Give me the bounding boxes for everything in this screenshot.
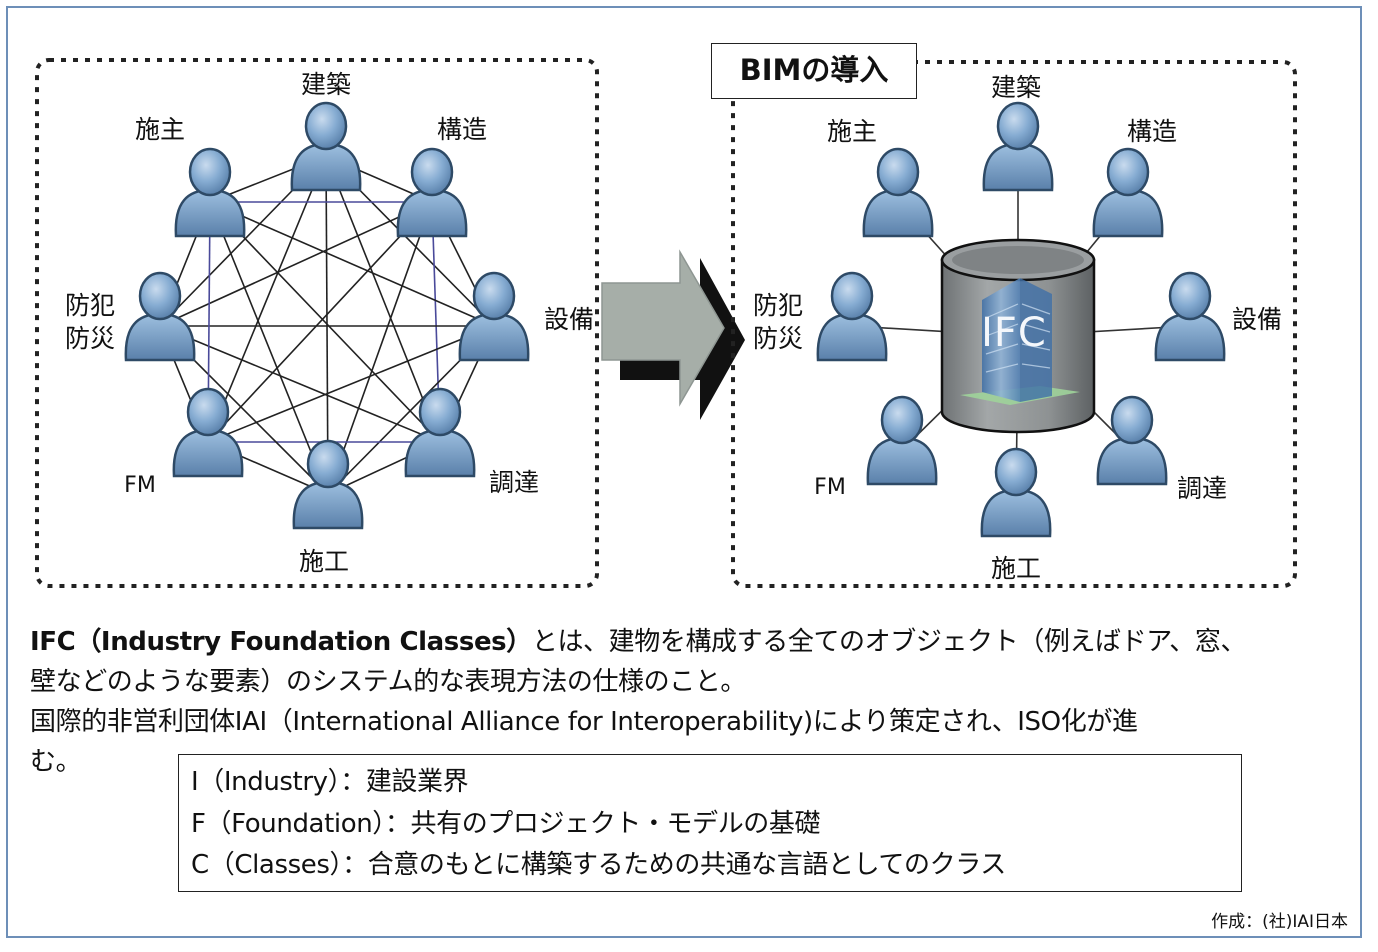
- person-icon-architecture: [290, 101, 362, 192]
- ifc-database-icon: IFC: [940, 238, 1096, 434]
- left-label-equipment: 設備: [544, 305, 594, 334]
- left-label-security-1: 防犯: [65, 291, 115, 320]
- connection-procurement-owner: [209, 201, 441, 443]
- connection-equipment-owner: [209, 201, 495, 327]
- credit-note: 作成：(社)IAI日本: [1211, 912, 1348, 932]
- left-label-construction: 施工: [299, 547, 349, 576]
- right-label-fm: FM: [814, 475, 846, 500]
- ifc-center-label: IFC: [981, 310, 1047, 356]
- left-label-architecture: 建築: [301, 70, 351, 99]
- description-line-3: 国際的非営利団体IAI（International Alliance for I…: [30, 707, 1138, 737]
- person-icon-security: [124, 271, 196, 362]
- building-icon: [960, 278, 1080, 405]
- left-label-security-2: 防災: [65, 324, 115, 353]
- left-label-fm: FM: [124, 473, 156, 498]
- legend-industry: I（Industry）：建設業界: [191, 767, 469, 797]
- description-line-4: む。: [30, 747, 82, 777]
- description-line-1-rest: とは、建物を構成する全てのオブジェクト（例えばドア、窓、: [531, 627, 1247, 657]
- left-dashed-frame: [35, 58, 599, 588]
- transition-arrow: [601, 249, 745, 420]
- person-icon-structure: [1092, 147, 1164, 238]
- right-label-procurement: 調達: [1177, 474, 1227, 503]
- legend-foundation: F（Foundation）：共有のプロジェクト・モデルの基礎: [191, 808, 821, 839]
- description: IFC（Industry Foundation Classes）とは、建物を構成…: [30, 622, 1365, 782]
- legend-classes: C（Classes）：合意のもとに構築するための共通な言語としてのクラス: [191, 850, 1006, 880]
- left-label-procurement: 調達: [489, 468, 539, 497]
- right-label-structure: 構造: [1127, 117, 1177, 146]
- connection-architecture-procurement: [325, 155, 441, 443]
- person-icon-procurement: [1096, 395, 1168, 486]
- person-icon-equipment: [1154, 271, 1226, 362]
- acronym-legend: I（Industry）：建設業界 F（Foundation）：共有のプロジェクト…: [178, 754, 1242, 892]
- person-icon-security: [816, 271, 888, 362]
- person-icon-owner: [862, 147, 934, 238]
- right-label-construction: 施工: [991, 554, 1041, 583]
- right-panel: IFC 建築 施主 構造 設備 防犯 防災 FM 調達 施工: [731, 60, 1297, 588]
- person-icon-equipment: [458, 271, 530, 362]
- connection-structure-construction: [327, 201, 433, 495]
- bim-title-box: BIMの導入: [711, 43, 917, 99]
- bim-title: BIMの導入: [739, 53, 889, 87]
- right-label-owner: 施主: [827, 117, 877, 146]
- connection-structure-fm: [207, 201, 433, 443]
- left-label-owner: 施主: [135, 115, 185, 144]
- description-ifc-term: IFC（Industry Foundation Classes）: [30, 627, 532, 657]
- person-icon-fm: [866, 395, 938, 486]
- connection-construction-owner: [209, 201, 329, 495]
- connection-structure-security: [159, 201, 433, 327]
- left-panel: 建築 施主 構造 設備 防犯 防災 FM 調達 施工: [35, 58, 599, 588]
- right-dashed-frame: [731, 60, 1297, 588]
- right-label-security-2: 防災: [753, 324, 803, 353]
- description-line-2: 壁などのような要素）のシステム的な表現方法の仕様のこと。: [30, 667, 747, 697]
- right-label-architecture: 建築: [991, 73, 1041, 102]
- description-line-1: IFC（Industry Foundation Classes）とは、建物を構成…: [30, 622, 1365, 662]
- person-icon-construction: [980, 447, 1052, 538]
- person-icon-structure: [396, 147, 468, 238]
- left-label-structure: 構造: [437, 115, 487, 144]
- right-label-security-1: 防犯: [753, 291, 803, 320]
- right-label-equipment: 設備: [1232, 305, 1282, 334]
- person-icon-architecture: [982, 101, 1054, 192]
- connection-procurement-security: [159, 325, 441, 443]
